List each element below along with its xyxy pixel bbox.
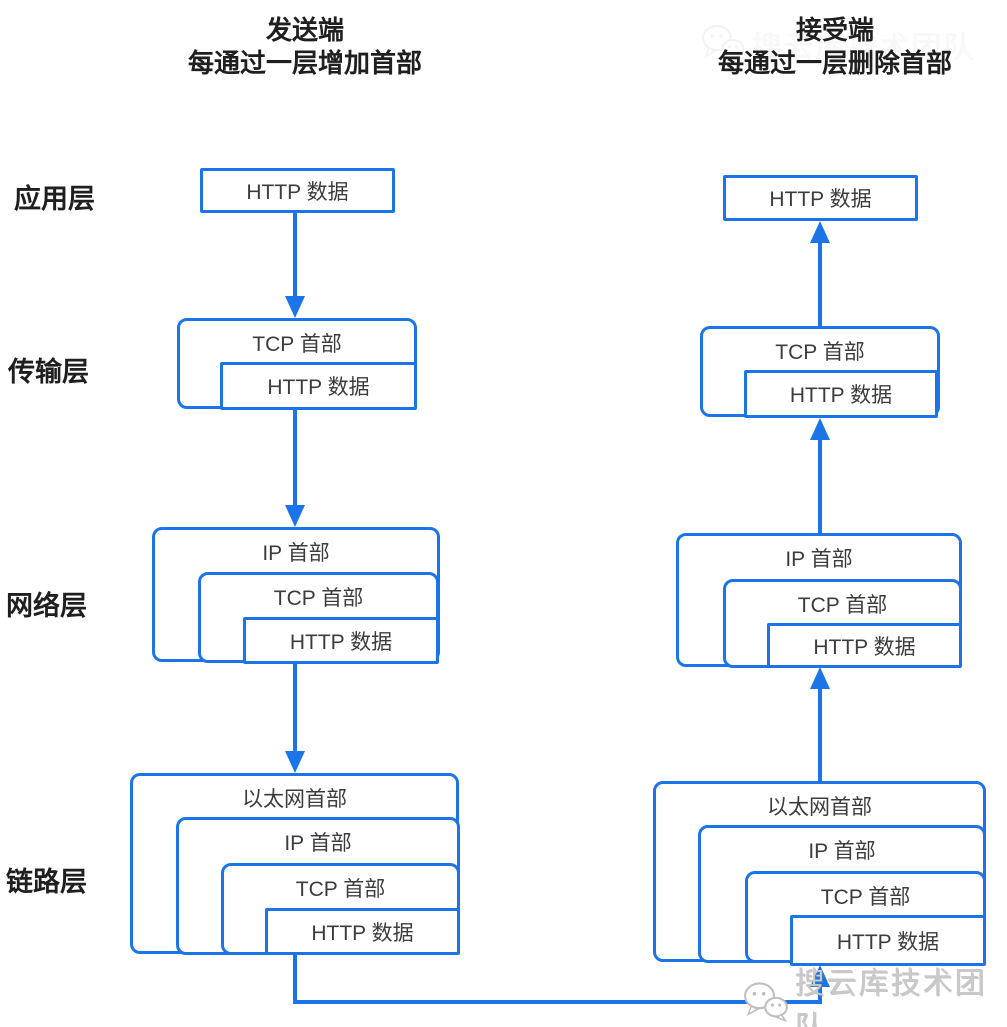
receiver-transport-tcp-label: TCP 首部 xyxy=(775,341,865,364)
receiver-arrow-network-to-transport-line xyxy=(818,439,822,533)
arrowhead-down-icon xyxy=(285,505,305,527)
arrowhead-down-icon xyxy=(285,296,305,318)
receiver-title-line1: 接受端 xyxy=(795,15,874,45)
receiver-link-ip-label: IP 首部 xyxy=(808,840,876,863)
arrowhead-up-icon xyxy=(810,418,830,440)
receiver-link-http-data-box: HTTP 数据 xyxy=(790,915,986,966)
bottom-connector-up-line xyxy=(818,986,822,1004)
sender-arrow-transport-to-network-line xyxy=(293,410,297,506)
layer-label-transport: 传输层 xyxy=(8,357,89,387)
bottom-connector-horizontal-line xyxy=(293,1000,822,1004)
watermark-text: 搜云库技术团队 xyxy=(794,967,987,1027)
ghost-watermark: 搜云库技术团队 xyxy=(700,22,975,66)
layer-label-network: 网络层 xyxy=(6,591,87,621)
sender-network-http-data-box: HTTP 数据 xyxy=(243,617,439,664)
receiver-network-ip-label: IP 首部 xyxy=(785,548,853,571)
sender-network-ip-label: IP 首部 xyxy=(262,542,330,565)
arrowhead-up-icon xyxy=(810,667,830,689)
receiver-arrow-link-to-network-line xyxy=(818,688,822,781)
layer-label-application: 应用层 xyxy=(14,184,95,214)
watermark-text: 搜云库技术团队 xyxy=(751,31,975,64)
wechat-icon xyxy=(744,982,788,1023)
receiver-title: 接受端 每通过一层删除首部 xyxy=(635,14,1007,80)
arrowhead-down-icon xyxy=(285,751,305,773)
sender-title-line2: 每通过一层增加首部 xyxy=(187,48,422,78)
receiver-network-http-data-box: HTTP 数据 xyxy=(767,623,962,668)
receiver-transport-http-data-box: HTTP 数据 xyxy=(744,370,938,418)
receiver-link-tcp-label: TCP 首部 xyxy=(820,886,911,909)
sender-arrow-network-to-link-line xyxy=(293,664,297,752)
receiver-app-http-data-box: HTTP 数据 xyxy=(723,175,918,221)
arrowhead-up-icon xyxy=(810,221,830,243)
receiver-arrow-transport-to-app-line xyxy=(818,242,822,326)
wechat-icon xyxy=(702,25,745,64)
watermark: 搜云库技术团队 xyxy=(742,958,1007,1027)
sender-link-http-data-box: HTTP 数据 xyxy=(265,908,460,955)
sender-link-ip-label: IP 首部 xyxy=(284,832,352,855)
receiver-title-line2: 每通过一层删除首部 xyxy=(717,48,952,78)
sender-arrow-app-to-transport-line xyxy=(293,213,297,297)
sender-transport-tcp-label: TCP 首部 xyxy=(252,333,342,356)
sender-link-tcp-label: TCP 首部 xyxy=(295,878,386,901)
sender-network-tcp-label: TCP 首部 xyxy=(273,587,364,610)
bottom-connector-down-line xyxy=(293,954,297,1004)
sender-transport-http-data-box: HTTP 数据 xyxy=(220,362,417,410)
arrowhead-up-icon xyxy=(810,965,830,987)
sender-title: 发送端 每通过一层增加首部 xyxy=(105,14,505,80)
receiver-network-tcp-label: TCP 首部 xyxy=(797,594,888,617)
sender-title-line1: 发送端 xyxy=(265,15,344,45)
layer-label-link: 链路层 xyxy=(6,867,87,897)
sender-app-http-data-box: HTTP 数据 xyxy=(200,168,395,213)
receiver-link-ethernet-label: 以太网首部 xyxy=(767,796,872,819)
sender-link-ethernet-label: 以太网首部 xyxy=(242,788,347,811)
